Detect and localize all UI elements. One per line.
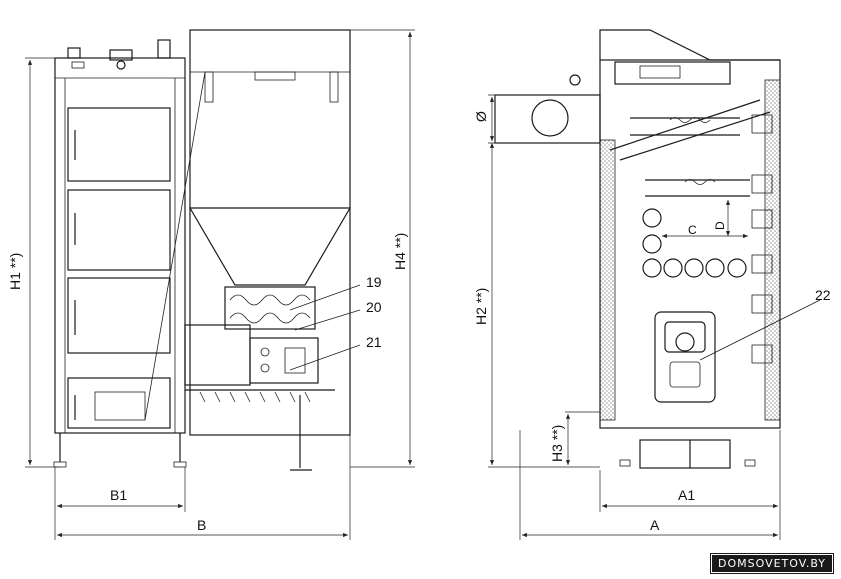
callout-22-leader bbox=[699, 299, 821, 361]
dim-h3-label: H3 **) bbox=[549, 425, 565, 462]
dim-c-label: C bbox=[688, 223, 697, 237]
inner-dimensions bbox=[662, 200, 748, 239]
dim-b1-label: B1 bbox=[110, 487, 127, 503]
callout-22: 22 bbox=[815, 287, 831, 303]
side-section-view bbox=[494, 29, 781, 469]
upper-door bbox=[67, 107, 171, 182]
front-view-boiler bbox=[53, 39, 187, 468]
left-dimensions bbox=[25, 29, 415, 540]
ash-door bbox=[67, 377, 171, 429]
dim-a1-label: A1 bbox=[678, 487, 695, 503]
right-dimensions bbox=[488, 94, 781, 540]
dim-b-label: B bbox=[197, 517, 206, 533]
dim-h4-label: H4 **) bbox=[392, 233, 408, 270]
callout-20: 20 bbox=[366, 299, 382, 315]
dim-diameter-label: Ø bbox=[473, 111, 489, 122]
middle-door bbox=[67, 189, 171, 271]
watermark: DOMSOVETOV.BY bbox=[710, 553, 834, 574]
dim-d-label: D bbox=[713, 221, 727, 230]
callout-21: 21 bbox=[366, 334, 382, 350]
fuel-hopper bbox=[144, 29, 352, 471]
dim-h2-label: H2 **) bbox=[473, 288, 489, 325]
callout-leaders-left bbox=[289, 284, 361, 371]
dim-h1-label: H1 **) bbox=[7, 253, 23, 290]
dim-a-label: A bbox=[650, 517, 660, 533]
callout-19: 19 bbox=[366, 274, 382, 290]
lower-door bbox=[67, 277, 171, 354]
